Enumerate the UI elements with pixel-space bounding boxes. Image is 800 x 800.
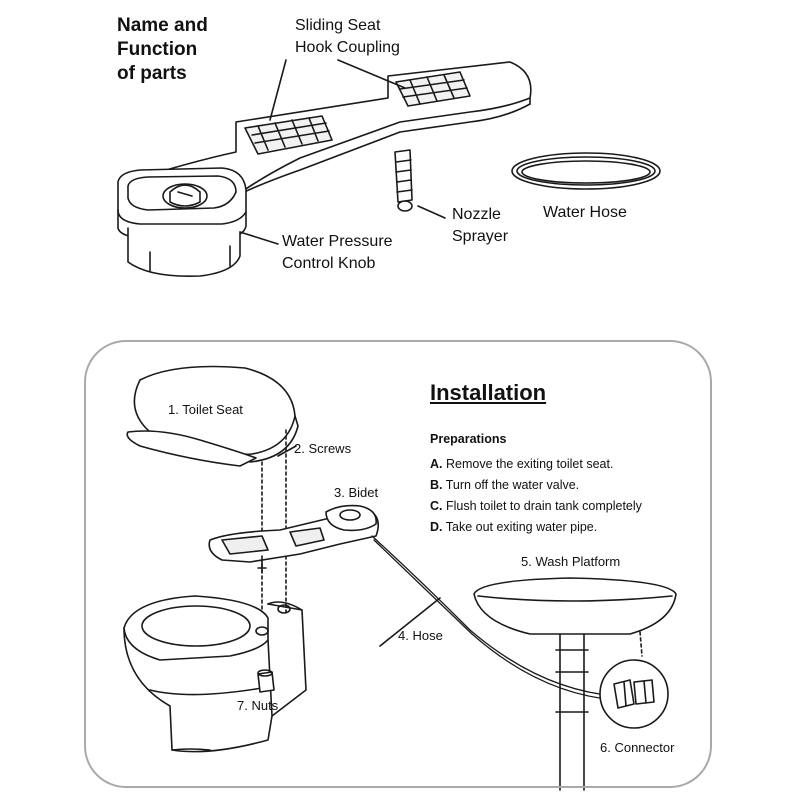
wash-platform-drawing (473, 577, 677, 791)
nozzle-sprayer-drawing (394, 149, 413, 212)
label-hose: 4. Hose (398, 628, 443, 643)
connector-drawing (599, 659, 669, 729)
label-nozzle-sprayer: Nozzle Sprayer (452, 206, 509, 245)
label-connector: 6. Connector (600, 740, 675, 755)
step-key: A. (430, 457, 443, 471)
step-text: Turn off the water valve. (445, 478, 580, 492)
label-water-pressure-knob: Water Pressure Control Knob (282, 233, 393, 272)
step-text: Flush toilet to drain tank completely (445, 499, 642, 513)
toilet-bowl-drawing (123, 595, 307, 753)
sliding-hook-left (244, 115, 333, 155)
label-toilet-seat: 1. Toilet Seat (168, 402, 243, 417)
toilet-seat-drawing (126, 365, 299, 467)
label-nuts: 7. Nuts (237, 698, 279, 713)
step-text: Remove the exiting toilet seat. (445, 457, 614, 471)
label-water-hose: Water Hose (543, 204, 627, 221)
bidet-plate-drawing (208, 504, 380, 573)
installation-title: Installation (430, 380, 547, 405)
installation-panel (84, 340, 712, 788)
label-wash-platform: 5. Wash Platform (521, 554, 621, 569)
preparation-steps: A. Remove the exiting toilet seat. B. Tu… (430, 454, 642, 538)
step-a: A. Remove the exiting toilet seat. (430, 454, 642, 475)
bidet-attachment-drawing (117, 59, 661, 278)
step-text: Take out exiting water pipe. (445, 520, 598, 534)
preparations-heading: Preparations (430, 432, 507, 446)
parts-section-title: Name and Function of parts (117, 15, 208, 84)
step-key: B. (430, 478, 443, 492)
step-c: C. Flush toilet to drain tank completely (430, 496, 642, 517)
knob-housing (117, 167, 247, 278)
nuts-drawing (257, 669, 275, 693)
label-sliding-seat-hook: Sliding Seat Hook Coupling (295, 17, 400, 56)
label-screws: 2. Screws (294, 441, 352, 456)
step-b: B. Turn off the water valve. (430, 475, 642, 496)
label-bidet: 3. Bidet (334, 485, 379, 500)
step-key: C. (430, 499, 443, 513)
installation-drawing (123, 365, 677, 791)
step-key: D. (430, 520, 443, 534)
water-hose-coil (511, 152, 661, 190)
sliding-hook-right (395, 71, 471, 107)
step-d: D. Take out exiting water pipe. (430, 517, 642, 538)
